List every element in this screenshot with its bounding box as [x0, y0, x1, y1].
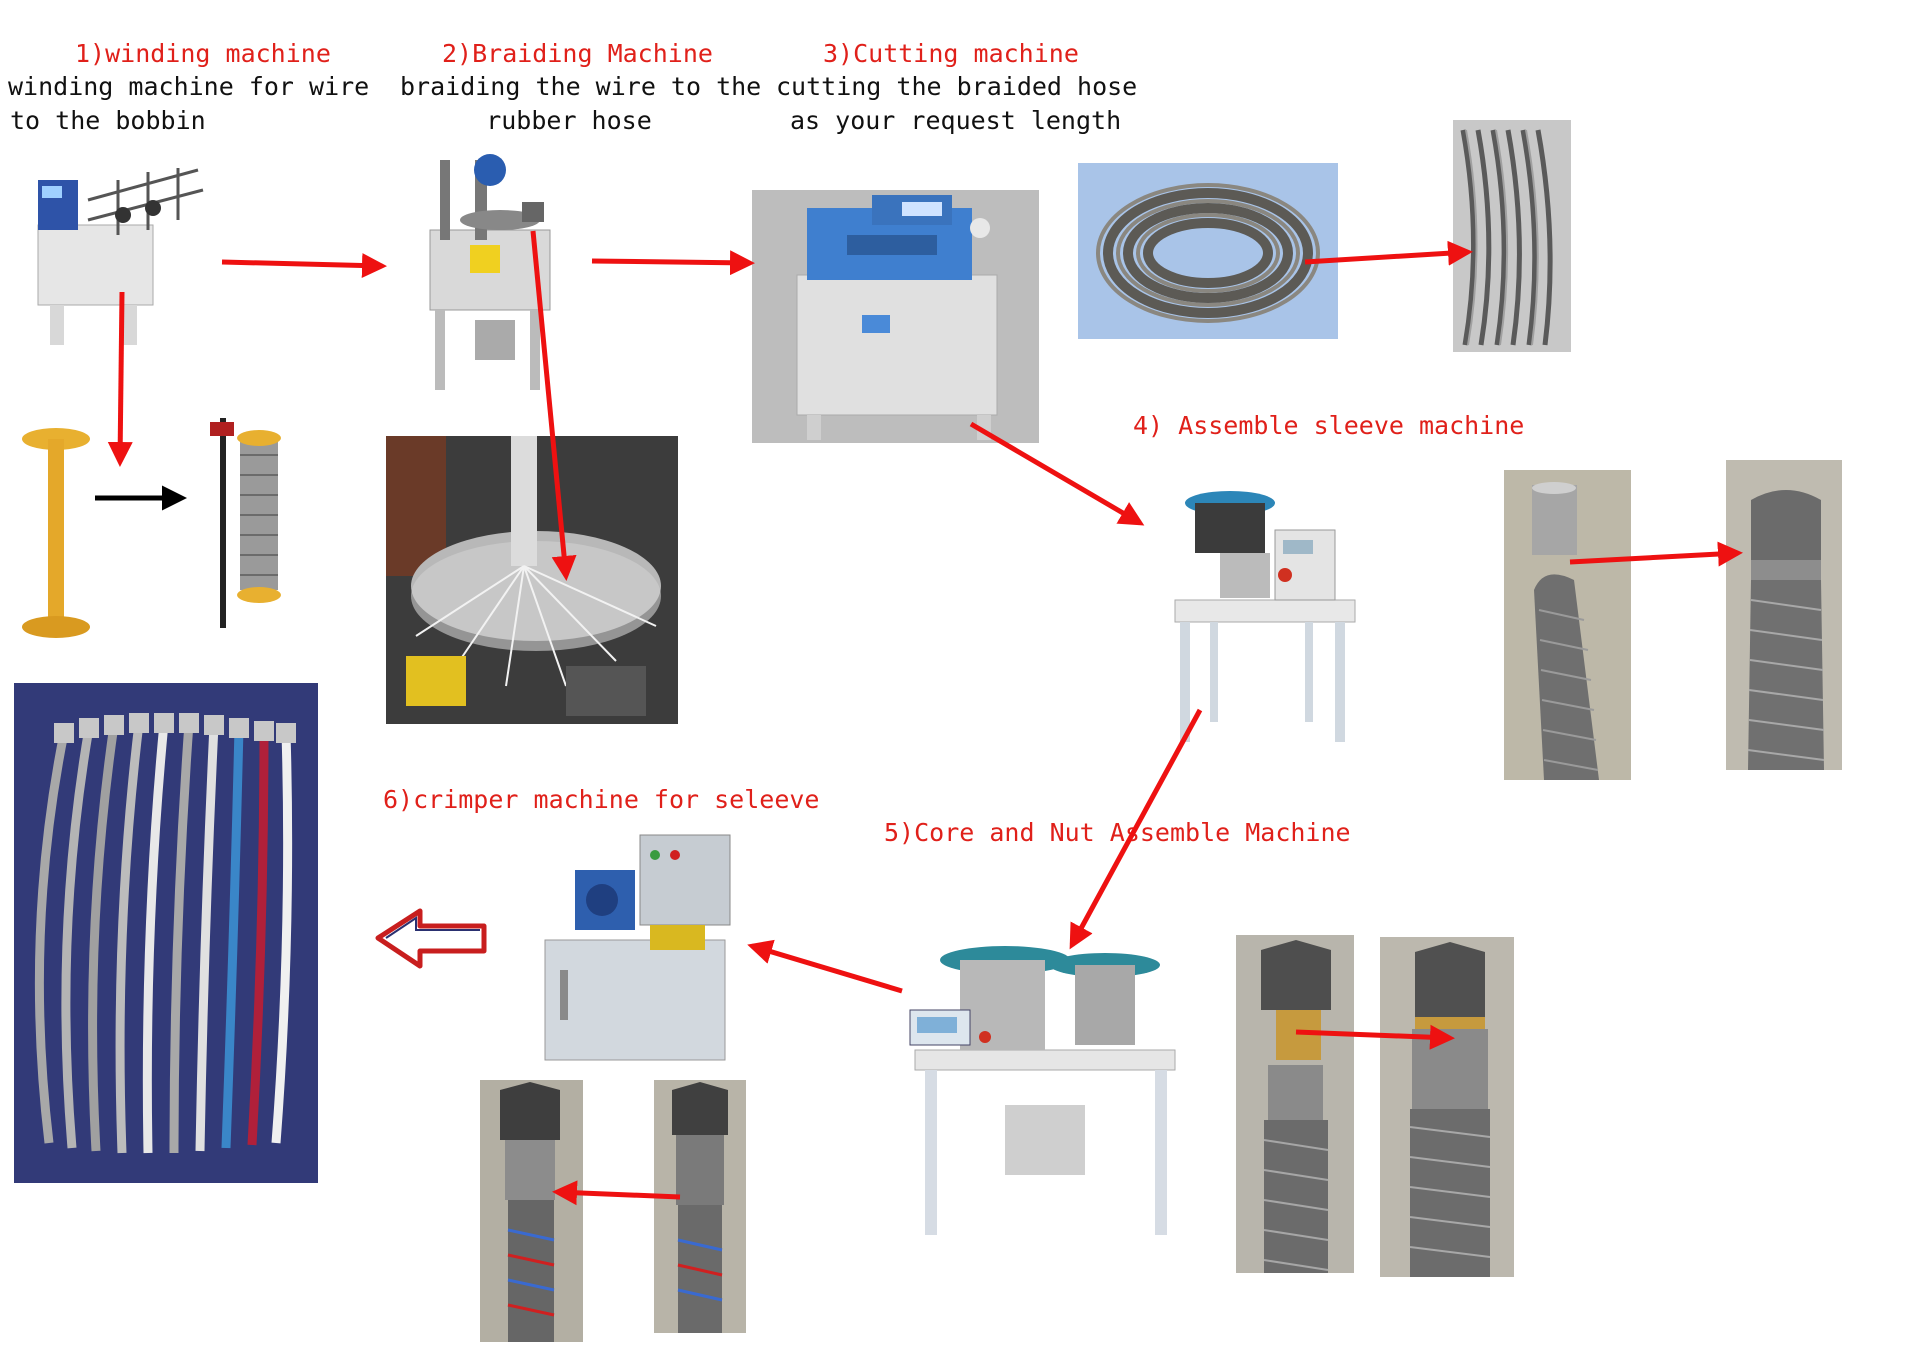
cutting-machine-photo [752, 190, 1039, 443]
winding-machine-photo [28, 160, 208, 360]
step1-title: 1)winding machine [75, 39, 331, 68]
step1-desc-line1: winding machine for wire [8, 72, 370, 101]
crimp-after-photo [654, 1080, 746, 1333]
step6-title: 6)crimper machine for seleeve [383, 785, 820, 814]
crimper-machine-photo [540, 830, 740, 1070]
crimp-before-photo [480, 1080, 583, 1342]
sleeve-before-photo [1504, 470, 1631, 780]
arrow-braiding-to-cutting [591, 250, 755, 276]
wound-bobbin-photo [200, 410, 285, 635]
step3-desc-line1: cutting the braided hose [776, 72, 1138, 101]
nut-after-photo [1380, 937, 1514, 1277]
nut-before-photo [1236, 935, 1354, 1273]
step5-title: 5)Core and Nut Assemble Machine [884, 818, 1351, 847]
step3-title: 3)Cutting machine [823, 39, 1079, 68]
step2-desc-line2: rubber hose [486, 106, 652, 135]
cut-hoses-photo [1453, 120, 1571, 352]
finished-hoses-photo [14, 683, 318, 1183]
step1-desc-line2: to the bobbin [10, 106, 206, 135]
sleeve-assembly-machine-photo [1165, 485, 1380, 755]
empty-bobbin-photo [20, 425, 92, 645]
step2-desc-line1: braiding the wire to the [400, 72, 762, 101]
sleeve-after-photo [1726, 460, 1842, 770]
arrow-winding-to-braiding [221, 253, 387, 278]
step3-desc-line2: as your request length [790, 106, 1122, 135]
braiding-machine-photo [410, 150, 570, 400]
arrow-nut-to-crimper [747, 939, 903, 994]
step4-title: 4) Assemble sleeve machine [1133, 411, 1525, 440]
hollow-left-arrow [375, 908, 487, 969]
braided-hose-coil-photo [1078, 163, 1338, 339]
step2-title: 2)Braiding Machine [442, 39, 713, 68]
core-nut-machine-photo [905, 945, 1190, 1245]
braiding-closeup-photo [386, 436, 678, 724]
